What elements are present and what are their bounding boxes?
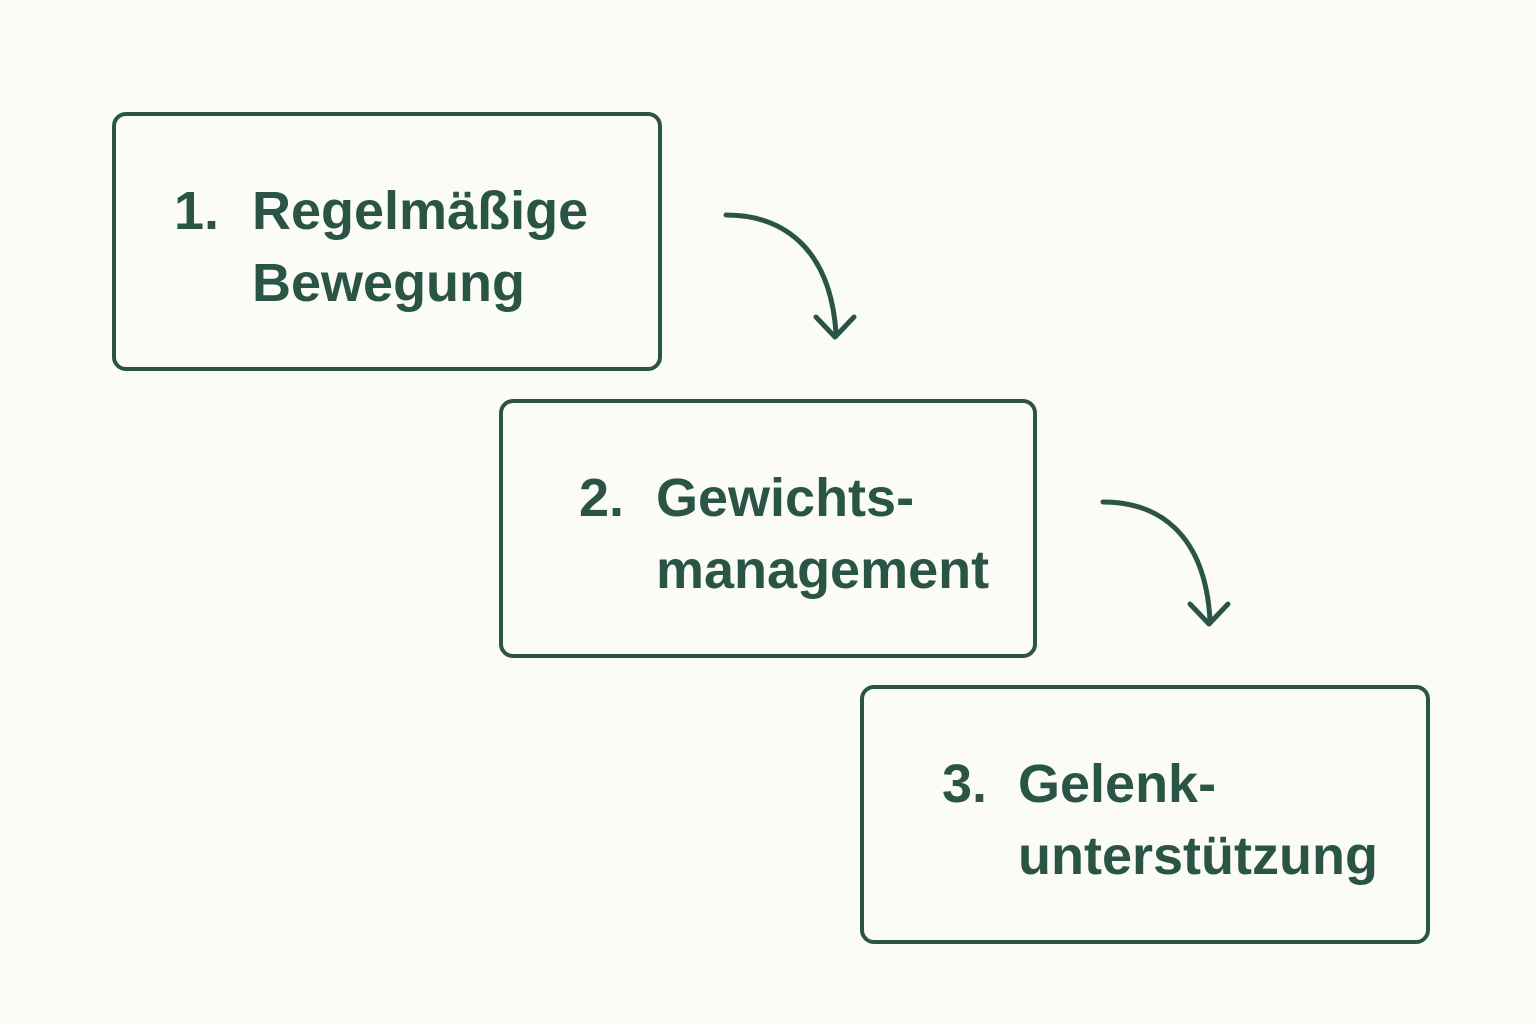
curved-arrow-down-icon bbox=[723, 212, 857, 340]
step-number: 1. bbox=[174, 181, 220, 241]
step-title-line1: Gewichts- bbox=[656, 468, 915, 528]
step-box-3: 3. Gelenk- unterstützung bbox=[860, 685, 1430, 944]
step-title-line2: Bewegung bbox=[252, 253, 526, 313]
step-title-line1: Gelenk- bbox=[1018, 754, 1217, 814]
step-number: 2. bbox=[579, 468, 625, 528]
step-title-line2: unterstützung bbox=[1018, 826, 1378, 886]
curved-arrow-down-icon bbox=[1100, 499, 1231, 627]
step-title-line1: Regelmäßige bbox=[252, 181, 589, 241]
step-box-2: 2. Gewichts- management bbox=[499, 399, 1037, 658]
step-box-1: 1. Regelmäßige Bewegung bbox=[112, 112, 662, 371]
step-number: 3. bbox=[942, 754, 988, 814]
step-title-line2: management bbox=[656, 540, 990, 600]
